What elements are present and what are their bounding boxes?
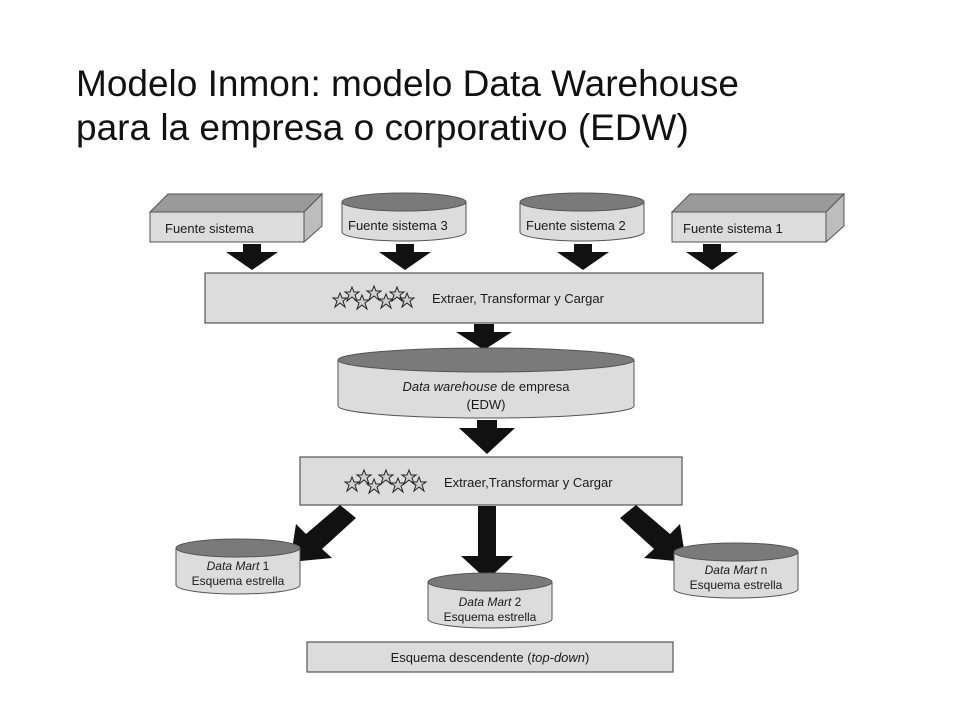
footer-label-italic: top-down <box>532 650 585 665</box>
edw-label-line2: (EDW) <box>467 397 506 412</box>
source-system-1-box: Fuente sistema 1 <box>670 192 846 244</box>
etl-process-bottom: Extraer,Transformar y Cargar <box>299 456 683 506</box>
arrow-down-icon <box>461 506 513 580</box>
data-mart-name-italic: Data Mart <box>705 563 758 577</box>
data-mart-n: Data Mart n Esquema estrella <box>673 542 799 599</box>
etl-label: Extraer,Transformar y Cargar <box>444 475 613 490</box>
source-system-box: Fuente sistema <box>148 192 324 244</box>
data-mart-2: Data Mart 2 Esquema estrella <box>427 572 553 629</box>
data-mart-1: Data Mart 1 Esquema estrella <box>175 538 301 595</box>
data-mart-number: 2 <box>511 595 521 609</box>
data-mart-name: Data Mart n <box>705 563 768 577</box>
arrow-down-icon <box>379 244 431 270</box>
source-label: Fuente sistema 2 <box>526 218 626 233</box>
source-system-2-cylinder: Fuente sistema 2 <box>519 192 645 242</box>
arrow-down-icon <box>456 324 512 350</box>
etl-label: Extraer, Transformar y Cargar <box>432 291 605 306</box>
source-label: Fuente sistema <box>165 221 255 236</box>
arrow-down-icon <box>557 244 609 270</box>
footer-label-post: ) <box>585 650 589 665</box>
top-down-schema-label: Esquema descendente (top-down) <box>306 641 674 673</box>
footer-label: Esquema descendente (top-down) <box>391 650 590 665</box>
data-mart-number: 1 <box>259 559 269 573</box>
source-label: Fuente sistema 1 <box>683 221 783 236</box>
edw-label-italic: Data warehouse <box>403 379 498 394</box>
edw-label-rest: de empresa <box>497 379 570 394</box>
source-label: Fuente sistema 3 <box>348 218 448 233</box>
data-mart-subtitle: Esquema estrella <box>444 610 537 624</box>
etl-process-top: Extraer, Transformar y Cargar <box>204 272 764 324</box>
data-mart-subtitle: Esquema estrella <box>690 578 783 592</box>
data-mart-subtitle: Esquema estrella <box>192 574 285 588</box>
arrow-down-icon <box>226 244 278 270</box>
arrow-down-icon <box>459 420 515 454</box>
data-mart-name-italic: Data Mart <box>459 595 512 609</box>
title-line-1: Modelo Inmon: modelo Data Warehouse <box>76 63 739 104</box>
data-mart-name: Data Mart 1 <box>207 559 270 573</box>
data-mart-number: n <box>757 563 767 577</box>
page-title: Modelo Inmon: modelo Data Warehouse para… <box>76 62 936 150</box>
arrow-down-right-icon <box>620 505 686 562</box>
source-system-3-cylinder: Fuente sistema 3 <box>341 192 467 242</box>
data-mart-name: Data Mart 2 <box>459 595 522 609</box>
edw-label: Data warehouse de empresa <box>403 379 571 394</box>
title-line-2: para la empresa o corporativo (EDW) <box>76 107 689 148</box>
arrow-down-left-icon <box>290 505 356 562</box>
arrow-down-icon <box>686 244 738 270</box>
footer-label-pre: Esquema descendente ( <box>391 650 533 665</box>
enterprise-data-warehouse: Data warehouse de empresa (EDW) <box>337 347 635 419</box>
data-mart-name-italic: Data Mart <box>207 559 260 573</box>
